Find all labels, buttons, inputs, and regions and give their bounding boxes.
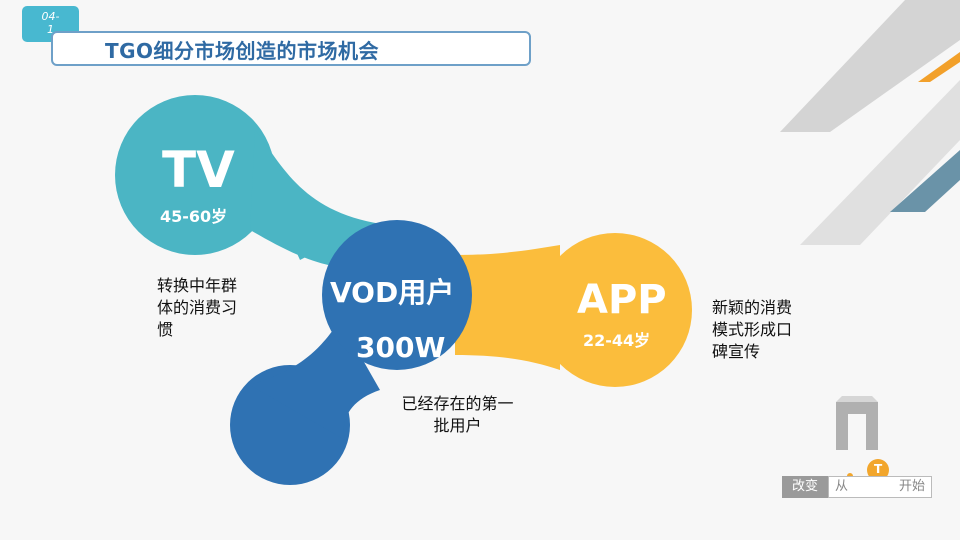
stripe-gray-2 bbox=[800, 80, 960, 245]
badge-line1: 04- bbox=[41, 10, 60, 23]
vod-label: VOD用户 bbox=[330, 276, 455, 309]
app-desc-line: 碑宣传 bbox=[712, 342, 761, 361]
tv-desc-line: 转换中年群 bbox=[157, 276, 238, 295]
tv-age: 45-60岁 bbox=[160, 207, 228, 226]
badge-line2: 1 bbox=[47, 23, 54, 36]
tv-label: TV bbox=[162, 141, 235, 199]
vod-description: 已经存在的第一 批用户 bbox=[390, 393, 525, 437]
section-badge: 04- 1 bbox=[22, 6, 79, 42]
stripe-orange bbox=[918, 52, 960, 82]
tv-desc-line: 体的消费习 bbox=[157, 298, 238, 317]
vod-circle bbox=[322, 220, 472, 370]
footer-left-text: 改变 bbox=[782, 476, 828, 498]
brand-logo-icon bbox=[836, 396, 878, 450]
footer-box: 从 开始 bbox=[828, 476, 932, 498]
tv-desc-line: 惯 bbox=[157, 320, 174, 339]
stripe-slate bbox=[890, 150, 960, 212]
app-description: 新颖的消费 模式形成口 碑宣传 bbox=[712, 297, 792, 363]
page-title: TGO细分市场创造的市场机会 bbox=[105, 39, 380, 63]
stripe-gray-1 bbox=[780, 0, 960, 132]
footer-right-text: 开始 bbox=[898, 479, 925, 494]
footer-slogan: 改变 从 开始 bbox=[782, 476, 932, 498]
app-label: APP bbox=[577, 277, 667, 323]
tv-circle bbox=[115, 95, 275, 255]
vod-count: 300W bbox=[356, 331, 446, 364]
tv-description: 转换中年群 体的消费习 惯 bbox=[157, 275, 237, 341]
mascot-letter: T bbox=[874, 462, 883, 476]
title-frame bbox=[51, 31, 531, 66]
vod-desc-line: 已经存在的第一 bbox=[401, 394, 514, 413]
app-neck bbox=[455, 245, 560, 370]
app-circle bbox=[538, 233, 692, 387]
app-age: 22-44岁 bbox=[583, 331, 651, 350]
footer-mid-text: 从 bbox=[835, 479, 849, 494]
app-desc-line: 新颖的消费 bbox=[712, 298, 793, 317]
app-desc-line: 模式形成口 bbox=[712, 320, 793, 339]
vod-desc-line: 批用户 bbox=[433, 416, 482, 435]
